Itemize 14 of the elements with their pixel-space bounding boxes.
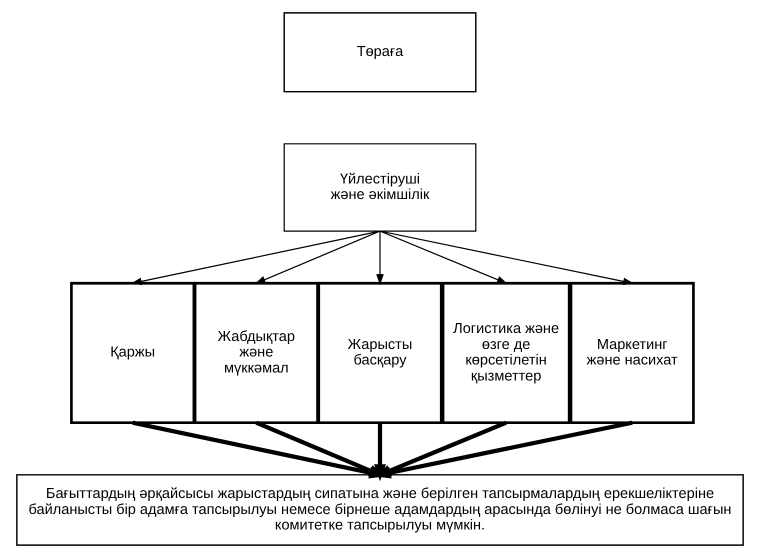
arrow (254, 230, 380, 284)
node-box: Жабдықтар және мүккәмал (194, 282, 319, 424)
node-box: Логистика және өзге де көрсетілетін қызметтер (442, 282, 570, 424)
arrow (380, 230, 634, 286)
node-box: Маркетинг және насихат (570, 282, 695, 424)
arrow (374, 422, 386, 482)
node-box: Үйлестіруші және әкімшілік (284, 143, 476, 232)
node-box: Қаржы (70, 282, 196, 424)
node-box: Бағыттардың әрқайсысы жарыстардың сипатына және берілген тапсырмалардың ерекшеліктеріне байланысты бір адамға тапсырылуы немесе бірнеше адамдардың арасында бөлінуі не болмаса шағын комитетке тапсырылуы мүмкін. (16, 474, 744, 546)
node-box: Жарысты басқару (317, 282, 443, 424)
arrow (380, 230, 508, 284)
node-box: Төраға (283, 12, 477, 92)
arrow (130, 230, 380, 286)
arrow (376, 231, 384, 286)
